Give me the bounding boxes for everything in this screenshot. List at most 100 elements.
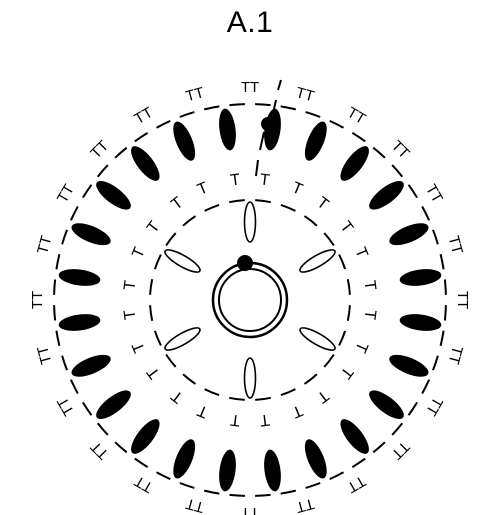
chain-stitch-arc (134, 457, 149, 468)
chain-stitch-arc (153, 254, 162, 270)
treble-stitch-symbol: T (129, 245, 149, 261)
treble-stitch-symbol: T (289, 179, 305, 199)
double-treble-stitch-symbol: TT (184, 84, 206, 105)
black-leaf-stitch (264, 449, 281, 492)
round-1-leaves (164, 201, 336, 399)
round-4-chain-arcs (53, 103, 447, 497)
treble-stitch-symbol: T (259, 171, 271, 189)
chain-stitch-arc (439, 330, 445, 347)
chain-stitch-arc (53, 305, 57, 321)
chain-stitch-arc (255, 396, 272, 401)
black-leaf-stitch (389, 354, 429, 377)
double-treble-stitch-symbol: TT (87, 438, 112, 463)
chain-stitch-arc (55, 253, 61, 270)
white-leaf-stitch (299, 327, 336, 351)
double-treble-stitch-symbol: TT (422, 394, 446, 418)
chain-stitch-arc (305, 111, 321, 118)
black-leaf-stitch (399, 314, 442, 331)
treble-stitch-symbol: T (144, 218, 164, 236)
treble-stitch-symbol: T (351, 339, 371, 355)
chain-stitch-arc (203, 105, 220, 111)
chain-stitch-arc (338, 254, 347, 270)
treble-stitch-symbol: T (361, 309, 379, 321)
double-treble-stitch-symbol: TT (294, 495, 316, 515)
white-leaf-stitch (164, 327, 201, 351)
chain-stitch-arc (182, 373, 197, 385)
chain-stitch-arc (351, 132, 366, 143)
chain-stitch-arc (372, 146, 386, 159)
chain-stitch-arc (255, 493, 271, 497)
chain-stitch-arc (303, 215, 318, 227)
chain-stitch-arc (156, 471, 171, 481)
slip-stitch-dot (261, 117, 275, 131)
chain-stitch-arc (228, 199, 245, 204)
chain-stitch-arc (156, 119, 171, 129)
chain-stitch-arc (114, 146, 128, 159)
double-treble-stitch-symbol: TT (445, 234, 466, 256)
treble-stitch-symbol: T (229, 171, 241, 189)
chain-stitch-arc (69, 206, 79, 221)
treble-stitch-symbol: T (336, 363, 356, 381)
chain-stitch-arc (114, 441, 128, 454)
starting-ring (211, 261, 289, 339)
chain-stitch-arc (329, 119, 344, 129)
treble-stitch-symbol: T (229, 411, 241, 429)
chain-stitch-arc (421, 206, 431, 221)
chain-stitch-arc (82, 401, 93, 416)
treble-stitch-symbol: T (144, 363, 164, 381)
black-leaf-stitch (369, 390, 404, 419)
chain-stitch-arc (443, 305, 447, 321)
double-treble-stitch-symbol: TT (241, 504, 259, 515)
treble-stitch-symbol: T (289, 401, 305, 421)
chain-stitch-arc (323, 232, 335, 247)
treble-stitch-symbol: T (336, 218, 356, 236)
chain-stitch-arc (61, 229, 68, 245)
chain-stitch-arc (432, 355, 439, 371)
treble-stitch-symbol: T (313, 386, 331, 406)
double-treble-stitch-symbol: TT (388, 438, 413, 463)
chain-stitch-arc (149, 278, 154, 295)
double-treble-stitch-symbol: TT (344, 472, 368, 496)
chain-stitch-arc (323, 353, 335, 368)
double-treble-stitch-symbol: TT (241, 79, 259, 96)
chain-stitch-arc (407, 401, 418, 416)
double-treble-stitch-symbol: TT (132, 104, 156, 128)
double-treble-stitch-symbol: TT (445, 344, 466, 366)
chain-stitch-arc (204, 388, 220, 397)
chain-stitch-arc (153, 330, 162, 346)
diagram-title: A.1 (226, 6, 274, 39)
chain-stitch-arc (439, 253, 445, 270)
chain-stitch-arc (407, 184, 418, 199)
treble-stitch-symbol: T (129, 339, 149, 355)
slip-stitch-dot (237, 255, 253, 271)
double-treble-stitch-symbol: TT (388, 137, 413, 162)
double-treble-stitch-symbol: TT (184, 495, 206, 515)
black-leaf-stitch (304, 121, 327, 161)
treble-stitch-symbol: T (313, 194, 331, 214)
black-leaf-stitch (96, 181, 131, 210)
white-leaf-stitch (243, 357, 257, 399)
chain-stitch-arc (443, 279, 447, 295)
round-2-chain-arcs (149, 199, 351, 401)
chain-stitch-arc (96, 164, 109, 178)
chain-stitch-arc (179, 482, 195, 489)
magic-ring-outer (211, 261, 289, 339)
black-leaf-stitch (304, 439, 327, 479)
chain-stitch-arc (303, 373, 318, 385)
round-3-leaves (58, 108, 442, 492)
chain-stitch-arc (329, 471, 344, 481)
chain-stitch-arc (228, 396, 245, 401)
black-leaf-stitch (131, 419, 160, 454)
double-treble-stitch-symbol: TT (54, 182, 78, 206)
chain-stitch-arc (69, 379, 79, 394)
treble-stitch-symbol: T (351, 245, 371, 261)
black-leaf-stitch (173, 121, 196, 161)
black-leaf-stitch (58, 269, 101, 286)
chain-stitch-arc (432, 229, 439, 245)
chain-stitch-arc (179, 111, 195, 118)
chain-stitch-arc (165, 232, 177, 247)
treble-stitch-symbol: T (361, 279, 379, 291)
treble-stitch-symbol: T (168, 194, 186, 214)
chain-stitch-arc (280, 203, 296, 212)
double-treble-stitch-symbol: TT (54, 394, 78, 418)
